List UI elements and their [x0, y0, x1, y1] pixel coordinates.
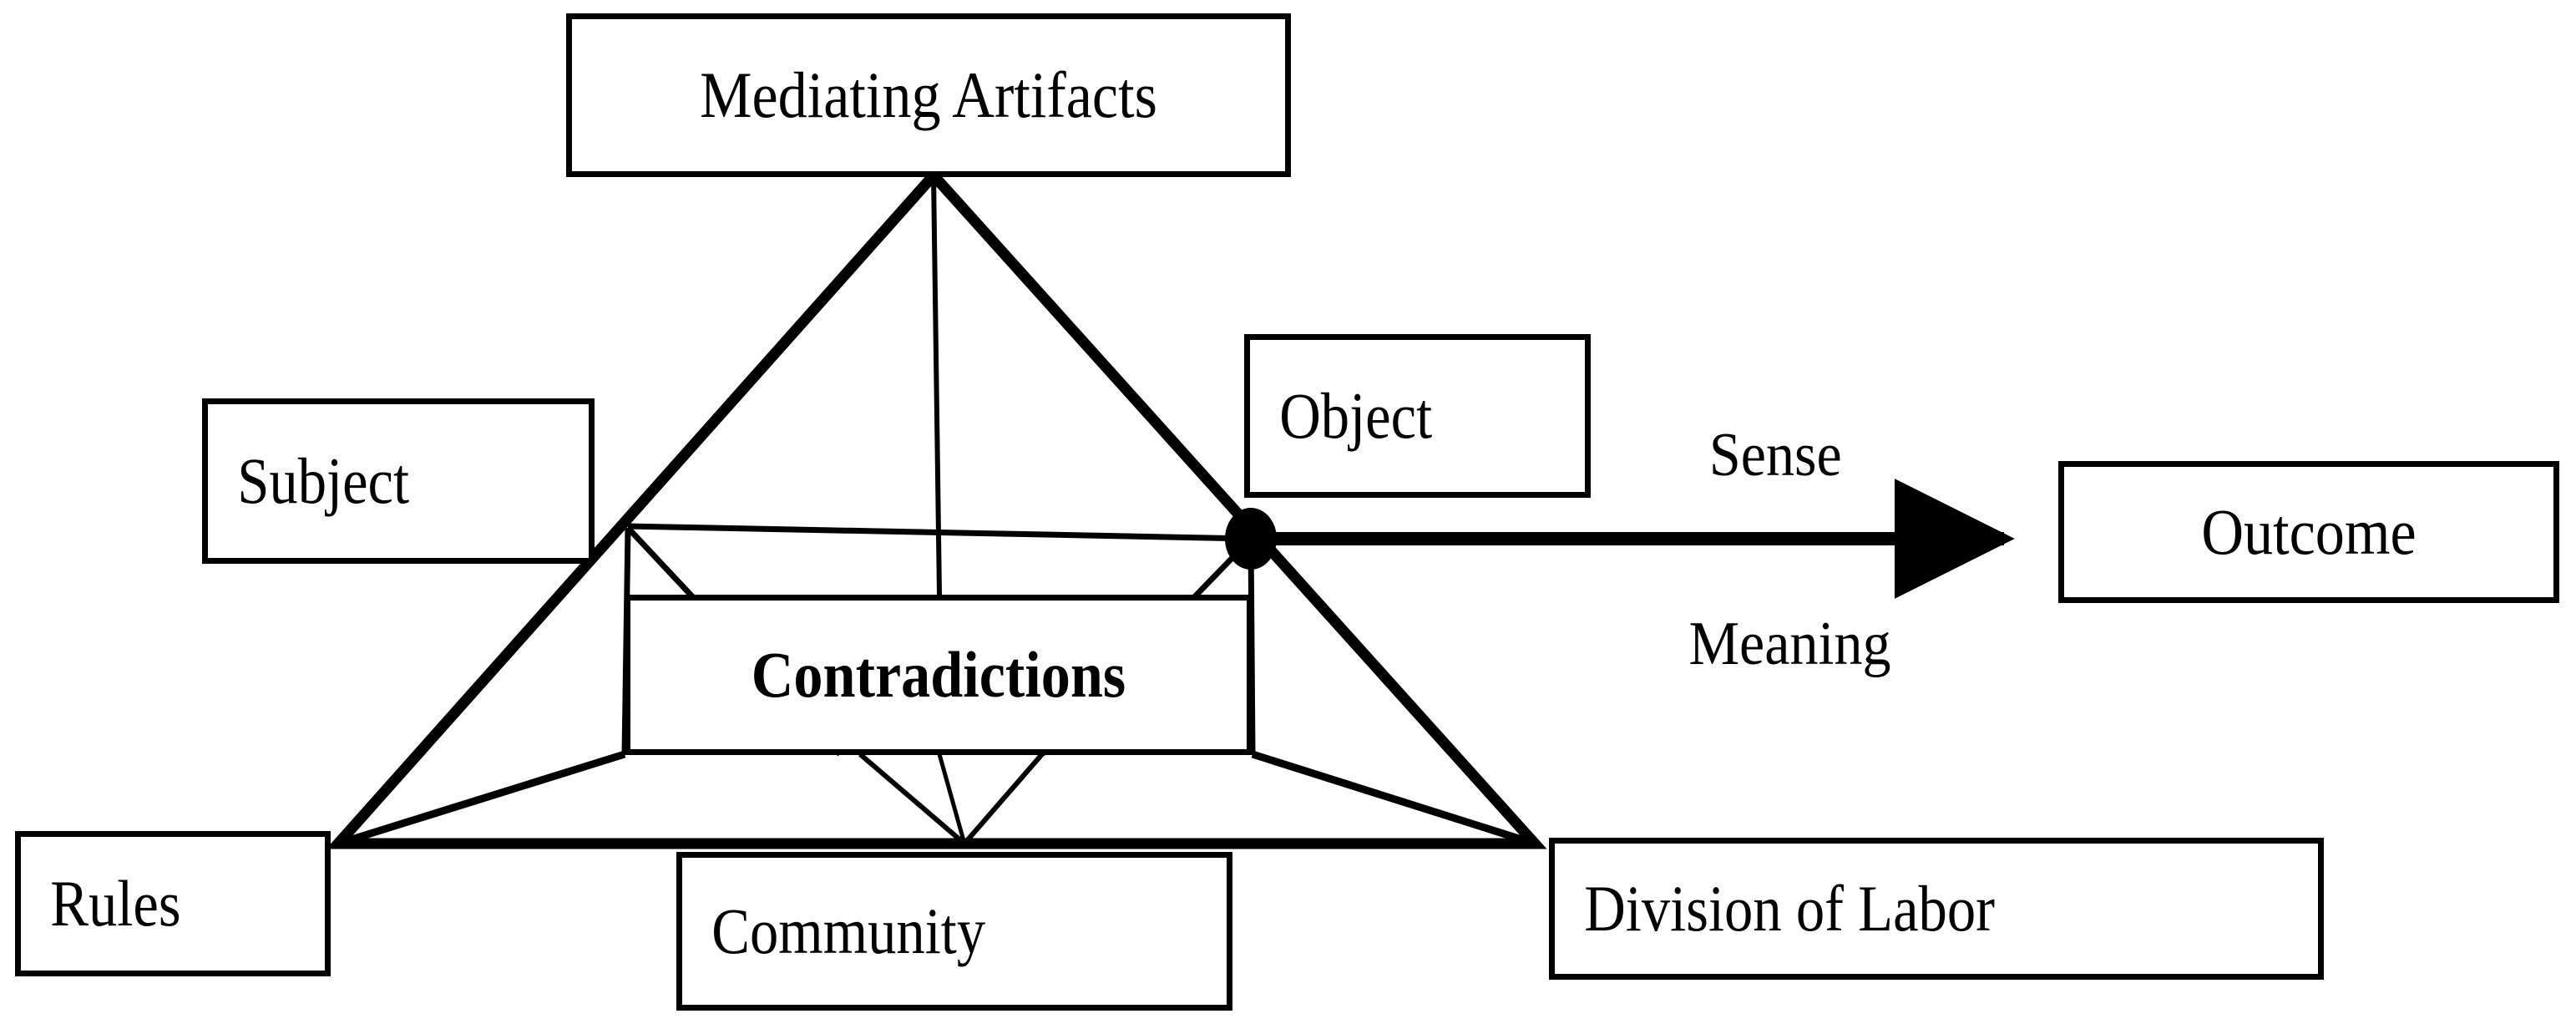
node-label-rules: Rules	[50, 867, 181, 940]
edge-subject-to-object	[627, 523, 1252, 542]
node-label-subject: Subject	[237, 444, 410, 517]
node-contradictions[interactable]: Contradictions	[625, 595, 1253, 755]
edge-contradictions-to-rules	[337, 750, 626, 848]
outer-activity-triangle	[326, 167, 1547, 849]
node-label-outcome: Outcome	[2201, 495, 2417, 568]
object-node-marker	[1225, 508, 1277, 570]
edge-contradictions-to-community-right	[962, 753, 1045, 845]
edge-artifacts-to-contradictions	[931, 175, 942, 596]
node-division-of-labor[interactable]: Division of Labor	[1549, 838, 2324, 980]
edge-contradictions-to-community-center	[937, 753, 967, 844]
node-community[interactable]: Community	[676, 852, 1232, 1011]
edge-contradictions-to-division	[1251, 750, 1536, 848]
node-rules[interactable]: Rules	[15, 831, 331, 976]
node-object[interactable]: Object	[1244, 334, 1591, 498]
edge-label-sense: Sense	[1708, 421, 1842, 489]
edge-label-meaning: Meaning	[1688, 610, 1891, 678]
node-label-division-of-labor: Division of Labor	[1584, 872, 1996, 945]
node-label-object: Object	[1279, 379, 1433, 452]
node-label-contradictions: Contradictions	[751, 638, 1126, 711]
node-outcome[interactable]: Outcome	[2058, 461, 2559, 603]
node-mediating-artifacts[interactable]: Mediating Artifacts	[566, 13, 1291, 177]
edge-contradictions-to-community-left	[858, 752, 966, 846]
node-subject[interactable]: Subject	[202, 398, 595, 564]
node-label-mediating-artifacts: Mediating Artifacts	[700, 58, 1157, 131]
node-label-community: Community	[711, 895, 986, 967]
